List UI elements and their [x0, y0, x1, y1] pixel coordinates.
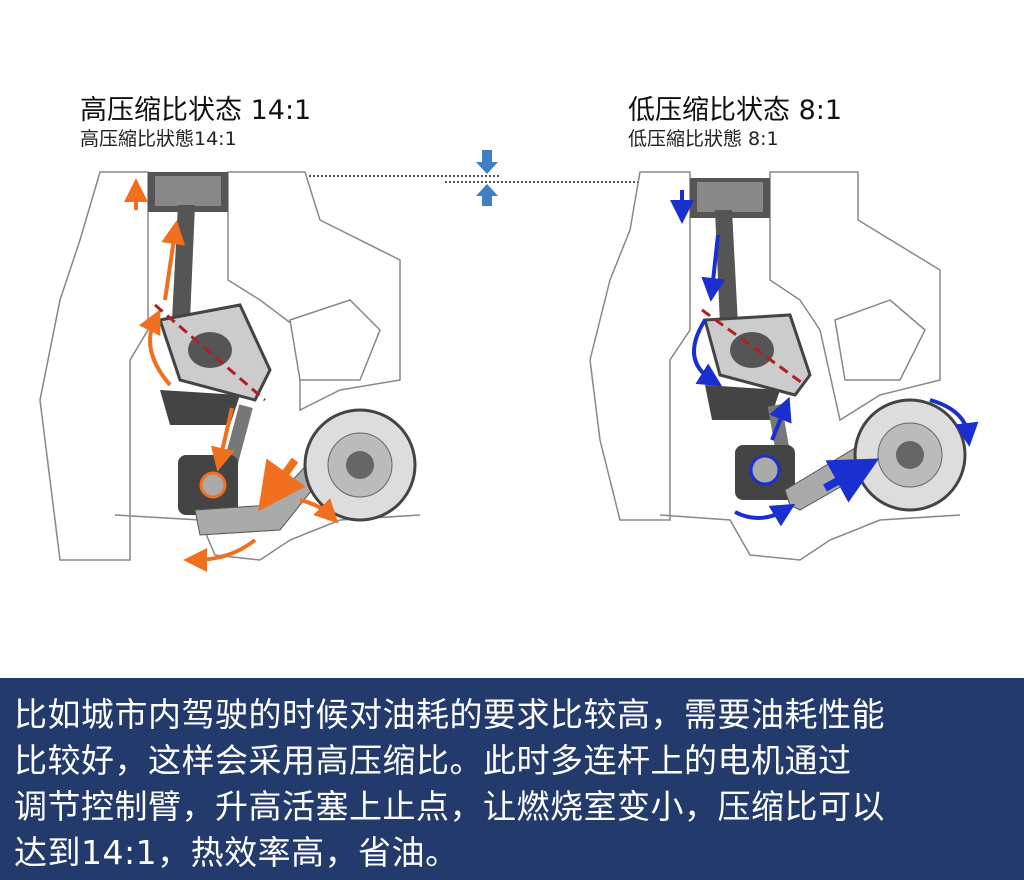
right-title: 低压缩比状态 8:1 — [628, 95, 843, 126]
caption-line: 调节控制臂，升高活塞上止点，让燃烧室变小，压缩比可以 — [14, 787, 885, 826]
caption-line: 达到14:1，热效率高，省油。 — [14, 833, 459, 872]
caption-box: 比如城市内驾驶的时候对油耗的要求比较高，需要油耗性能 比较好，这样会采用高压缩比… — [0, 678, 1024, 880]
piston-right — [690, 178, 770, 218]
piston-left — [148, 172, 228, 212]
compression-indicator-icon — [476, 150, 498, 206]
left-subtitle: 高压縮比狀態14:1 — [80, 128, 237, 150]
engine-low-compression — [589, 171, 961, 561]
connecting-rod-right — [715, 210, 738, 325]
connecting-rod-left — [172, 205, 195, 320]
engine-high-compression — [39, 171, 421, 561]
motion-arrow-icon — [670, 190, 979, 527]
right-subtitle: 低压縮比狀態 8:1 — [628, 128, 779, 150]
left-title: 高压缩比状态 14:1 — [80, 95, 312, 126]
motion-arrow-icon — [124, 178, 339, 572]
engine-diagram — [39, 150, 979, 572]
caption-line: 比较好，这样会采用高压缩比。此时多连杆上的电机通过 — [14, 741, 852, 780]
caption-line: 比如城市内驾驶的时候对油耗的要求比较高，需要油耗性能 — [14, 695, 885, 734]
